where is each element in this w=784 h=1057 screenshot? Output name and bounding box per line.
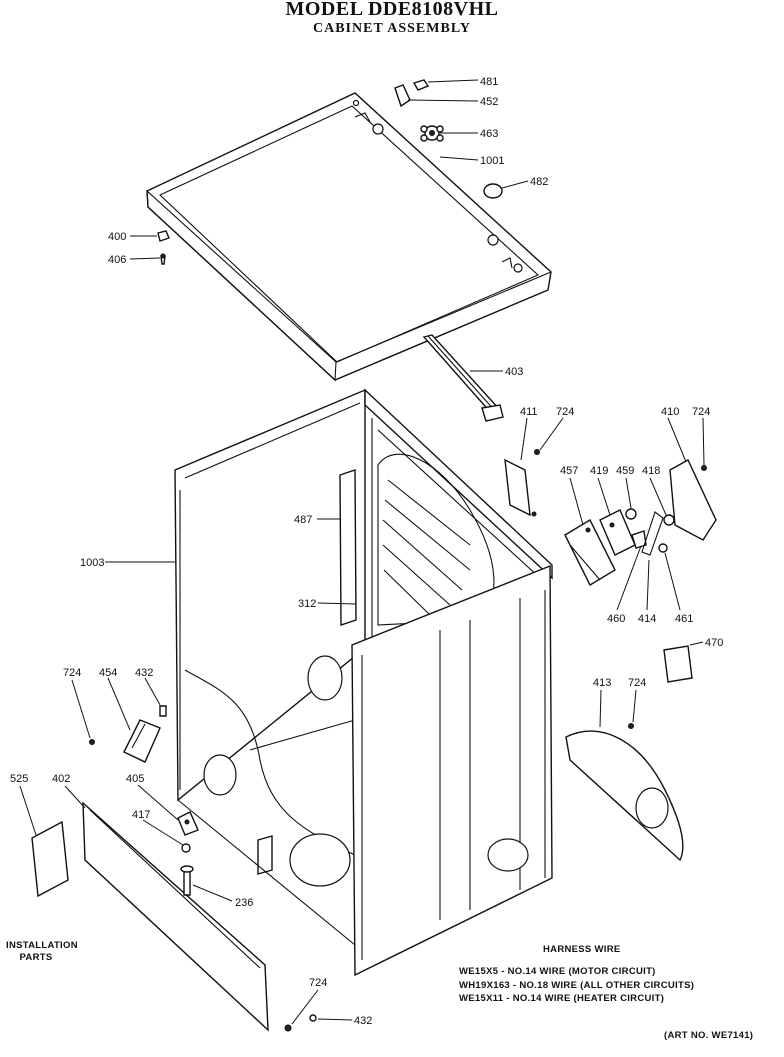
- part-481: [412, 79, 430, 91]
- callout-481: 481: [480, 76, 498, 88]
- part-459: [625, 508, 637, 520]
- part-411: [504, 458, 537, 517]
- callout-414: 414: [638, 613, 656, 625]
- art-number: (ART NO. WE7141): [664, 1030, 754, 1041]
- part-457: [564, 519, 616, 586]
- callout-labels: 481 452 463 1001 482 400 406 403 411 724…: [10, 76, 723, 1027]
- part-432-clip: [159, 705, 167, 717]
- callout-460: 460: [607, 613, 625, 625]
- part-400: [157, 230, 170, 242]
- part-461: [658, 543, 668, 553]
- callout-459: 459: [616, 465, 634, 477]
- harness-wire-line: WE15X5 - NO.14 WIRE (MOTOR CIRCUIT): [459, 966, 656, 977]
- part-413: [565, 723, 684, 862]
- part-432-bottom: [309, 1014, 317, 1022]
- callout-452: 452: [480, 96, 498, 108]
- part-463: [420, 125, 444, 142]
- callout-312: 312: [298, 598, 316, 610]
- leader-lines: [19, 79, 705, 1025]
- callout-413: 413: [593, 677, 611, 689]
- callout-417: 417: [132, 809, 150, 821]
- callout-724-b: 724: [692, 406, 710, 418]
- callout-724-c: 724: [63, 667, 81, 679]
- callout-724-a: 724: [556, 406, 574, 418]
- part-724-left: [89, 739, 95, 745]
- callout-454: 454: [99, 667, 117, 679]
- part-724-screw: [534, 449, 540, 455]
- part-406: [160, 253, 166, 265]
- callout-487: 487: [294, 514, 312, 526]
- callout-1001: 1001: [480, 155, 504, 167]
- callout-406: 406: [108, 254, 126, 266]
- callout-457: 457: [560, 465, 578, 477]
- part-417: [181, 843, 191, 853]
- part-482: [483, 183, 503, 199]
- harness-wire-line: WH19X163 - NO.18 WIRE (ALL OTHER CIRCUIT…: [459, 980, 695, 991]
- callout-482: 482: [530, 176, 548, 188]
- page-subtitle: CABINET ASSEMBLY: [312, 21, 471, 36]
- part-405: [177, 811, 199, 836]
- callout-724-d: 724: [628, 677, 646, 689]
- part-410: [663, 459, 717, 541]
- callout-461: 461: [675, 613, 693, 625]
- part-460-414: [631, 511, 664, 556]
- callout-432-b: 432: [354, 1015, 372, 1027]
- callout-419: 419: [590, 465, 608, 477]
- callout-525: 525: [10, 773, 28, 785]
- cabinet: [174, 388, 553, 977]
- harness-wire-line: WE15X11 - NO.14 WIRE (HEATER CIRCUIT): [459, 993, 665, 1004]
- part-452: [394, 84, 411, 108]
- callout-405: 405: [126, 773, 144, 785]
- callout-236: 236: [235, 897, 253, 909]
- callout-402: 402: [52, 773, 70, 785]
- callout-403: 403: [505, 366, 523, 378]
- part-236: [180, 865, 194, 896]
- part-402: [82, 801, 269, 1032]
- part-470: [663, 645, 693, 683]
- top-panel: [146, 92, 552, 382]
- part-403: [422, 334, 504, 422]
- callout-724-e: 724: [309, 977, 327, 989]
- callout-400: 400: [108, 231, 126, 243]
- callout-432-a: 432: [135, 667, 153, 679]
- installation-parts-label: INSTALLATION PARTS: [6, 940, 78, 963]
- callout-410: 410: [661, 406, 679, 418]
- part-454: [123, 719, 161, 763]
- page-title: MODEL DDE8108VHL: [285, 0, 499, 20]
- callout-463: 463: [480, 128, 498, 140]
- callout-470: 470: [705, 637, 723, 649]
- harness-wire-title: HARNESS WIRE: [543, 944, 621, 955]
- part-525: [31, 820, 69, 898]
- callout-411: 411: [520, 406, 538, 418]
- callout-418: 418: [642, 465, 660, 477]
- part-724-bottom: [284, 1024, 292, 1032]
- callout-1003: 1003: [80, 557, 104, 569]
